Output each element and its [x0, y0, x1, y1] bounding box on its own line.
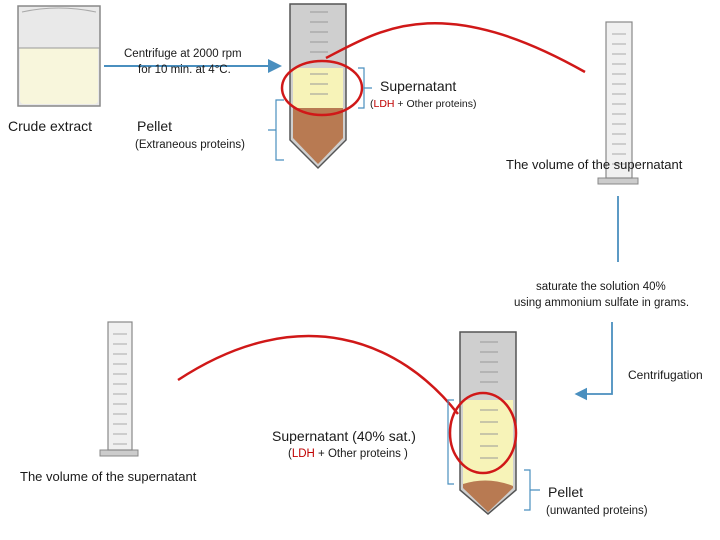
highlight-circle-1 [280, 59, 364, 117]
beaker-icon [17, 5, 101, 107]
supernatant-contents: (LDH + Other proteins) [370, 98, 477, 110]
centrifuge-tube-1 [289, 3, 347, 170]
supernatant-bracket-2 [447, 399, 454, 485]
supernatant-40-label: Supernatant (40% sat.) [272, 428, 416, 444]
pellet-bracket-1 [268, 99, 284, 161]
pellet-solid-2 [463, 480, 513, 512]
volume-label-1: The volume of the supernatant [506, 157, 683, 172]
crude-extract-label: Crude extract [8, 118, 93, 134]
pellet-contents: (Extraneous proteins) [135, 139, 245, 151]
pellet-label: Pellet [137, 118, 173, 134]
red-curve-2 [177, 334, 459, 415]
paren-open: ( [288, 448, 292, 460]
graduated-cylinder-icon [597, 21, 639, 185]
pellet-label-2: Pellet [548, 484, 584, 500]
centrifuge-tube-2 [459, 331, 517, 515]
graduated-cylinder-icon [99, 321, 139, 457]
red-curve-1 [325, 21, 586, 74]
supernatant-40-contents: (LDH + Other proteins ) [288, 448, 408, 461]
supernatant-bracket-1 [358, 67, 372, 109]
saturate-line1: saturate the solution 40% [536, 281, 666, 293]
centrifugation-label: Centrifugation [628, 368, 703, 382]
centrifuge-instruction-line1: Centrifuge at 2000 rpm [124, 48, 242, 60]
ldh-text: LDH [291, 448, 315, 460]
contents-rest: + Other proteins ) [314, 448, 408, 460]
supernatant-label: Supernatant [380, 78, 457, 94]
contents-rest: + Other proteins) [394, 98, 477, 110]
flow-connector-2 [574, 322, 613, 401]
pellet-bracket-2 [524, 469, 540, 511]
pellet-contents-2: (unwanted proteins) [546, 505, 648, 517]
saturate-line2: using ammonium sulfate in grams. [514, 297, 690, 309]
paren-open: ( [370, 98, 374, 110]
ldh-text: LDH [373, 98, 395, 110]
volume-label-2: The volume of the supernatant [20, 469, 197, 484]
highlight-circle-2 [448, 391, 518, 475]
centrifuge-instruction-line2: for 10 min. at 4°C. [138, 64, 231, 76]
pellet-solid [293, 108, 343, 164]
